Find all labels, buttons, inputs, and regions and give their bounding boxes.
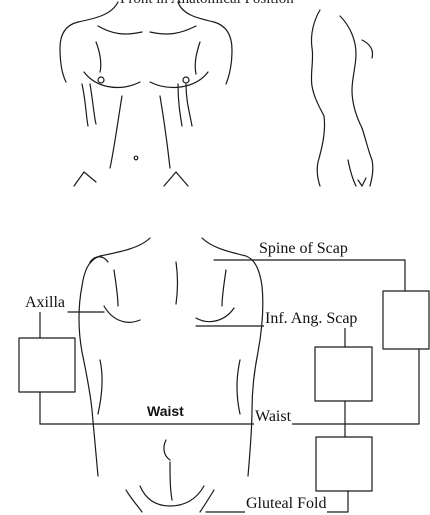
inf-ang-scap-box [315,347,372,401]
waist-bold-label: Waist [146,402,185,420]
leader-lines [40,260,419,512]
waist-label: Waist [254,408,292,426]
back-torso-figure [79,238,263,512]
waist-box [316,437,372,491]
gluteal-fold-label: Gluteal Fold [245,495,327,513]
inf-ang-scap-label: Inf. Ang. Scap [264,310,358,328]
front-torso-figure [60,2,232,186]
axilla-label: Axilla [24,294,66,312]
side-profile-figure [311,10,372,186]
axilla-box [19,338,75,392]
spine-of-scap-box [383,291,429,349]
spine-of-scap-label: Spine of Scap [258,240,349,258]
